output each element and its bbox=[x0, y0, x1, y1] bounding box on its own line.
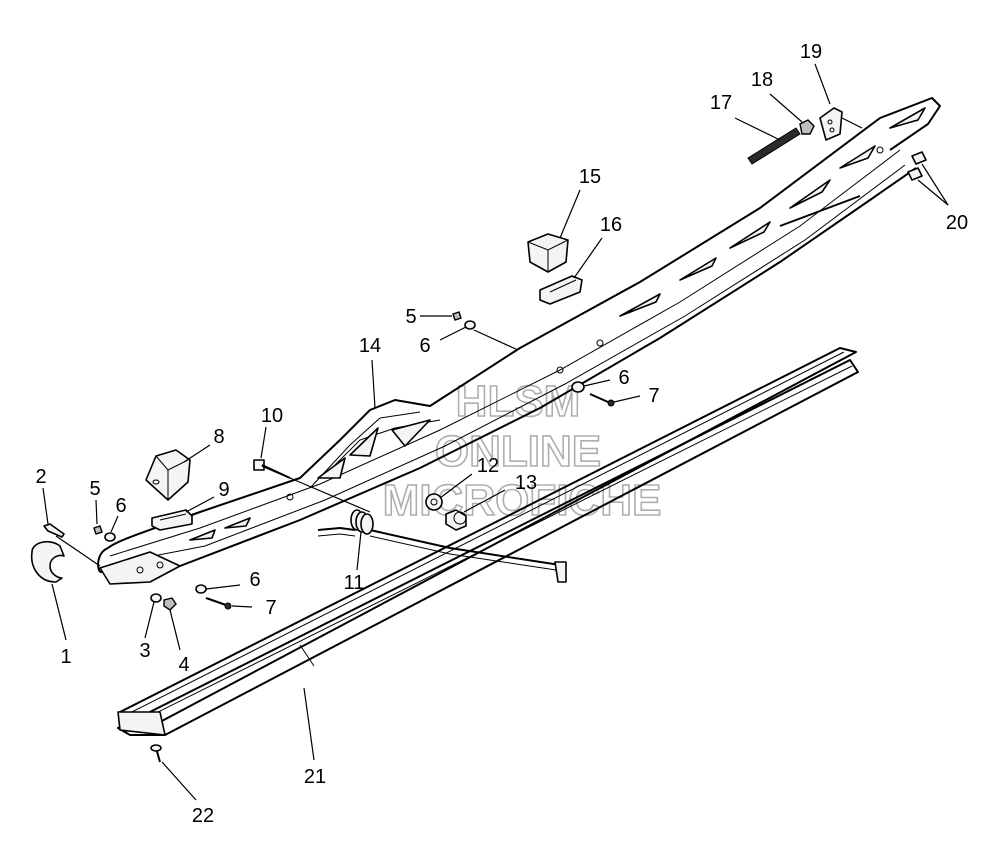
callout-1: 1 bbox=[60, 646, 71, 668]
callout-9: 9 bbox=[218, 479, 229, 501]
callout-18: 18 bbox=[751, 69, 773, 91]
callouts: 1 2 3 4 5 6 6 7 8 9 10 11 12 13 14 5 6 6… bbox=[35, 41, 968, 827]
callout-4: 4 bbox=[178, 654, 189, 676]
watermark-line-2: ONLINE bbox=[435, 427, 601, 476]
callout-21: 21 bbox=[304, 766, 326, 788]
spacer bbox=[151, 509, 193, 531]
bushing bbox=[445, 509, 467, 531]
plug-upper bbox=[911, 151, 927, 165]
screw-bottom bbox=[150, 744, 162, 763]
callout-7-right: 7 bbox=[648, 385, 659, 407]
bolt bbox=[43, 523, 65, 538]
threaded-rod bbox=[747, 127, 801, 165]
nut bbox=[163, 597, 177, 611]
washer bbox=[150, 593, 162, 603]
callout-14: 14 bbox=[359, 335, 381, 357]
callout-8: 8 bbox=[213, 426, 224, 448]
nut-upper bbox=[452, 311, 462, 321]
callout-12: 12 bbox=[477, 455, 499, 477]
spring bbox=[350, 509, 374, 535]
callout-2: 2 bbox=[35, 466, 46, 488]
callout-17: 17 bbox=[710, 92, 732, 114]
callout-22: 22 bbox=[192, 805, 214, 827]
plug-lower bbox=[907, 167, 923, 181]
washer-right bbox=[571, 381, 585, 393]
callout-13: 13 bbox=[515, 472, 537, 494]
callout-7-lower: 7 bbox=[265, 597, 276, 619]
wear-strip bbox=[117, 347, 859, 736]
washer-upper bbox=[464, 320, 476, 330]
shock-rod bbox=[317, 527, 567, 583]
washer-12 bbox=[425, 493, 443, 511]
nut-front bbox=[93, 525, 103, 535]
callout-5-front: 5 bbox=[89, 478, 100, 500]
callout-15: 15 bbox=[579, 166, 601, 188]
leader-lines bbox=[42, 63, 949, 801]
screw-right bbox=[589, 393, 615, 407]
callout-6-upper: 6 bbox=[419, 335, 430, 357]
nut-rod bbox=[799, 119, 815, 135]
front-cap bbox=[30, 540, 65, 583]
washer-lower bbox=[195, 584, 207, 594]
screw-lower bbox=[205, 597, 232, 610]
callout-19: 19 bbox=[800, 41, 822, 63]
callout-3: 3 bbox=[139, 640, 150, 662]
callout-6-lower: 6 bbox=[249, 569, 260, 591]
callout-6-right: 6 bbox=[618, 367, 629, 389]
slider-insert bbox=[539, 275, 583, 305]
watermark: HLSM ONLINE MICROFICHE bbox=[382, 376, 662, 526]
washer-front bbox=[104, 532, 116, 542]
callout-16: 16 bbox=[600, 214, 622, 236]
callout-6-front: 6 bbox=[115, 495, 126, 517]
callout-10: 10 bbox=[261, 405, 283, 427]
callout-20: 20 bbox=[946, 212, 968, 234]
slide-rail bbox=[97, 97, 941, 585]
callout-11: 11 bbox=[344, 572, 365, 594]
callout-5-upper: 5 bbox=[405, 306, 416, 328]
